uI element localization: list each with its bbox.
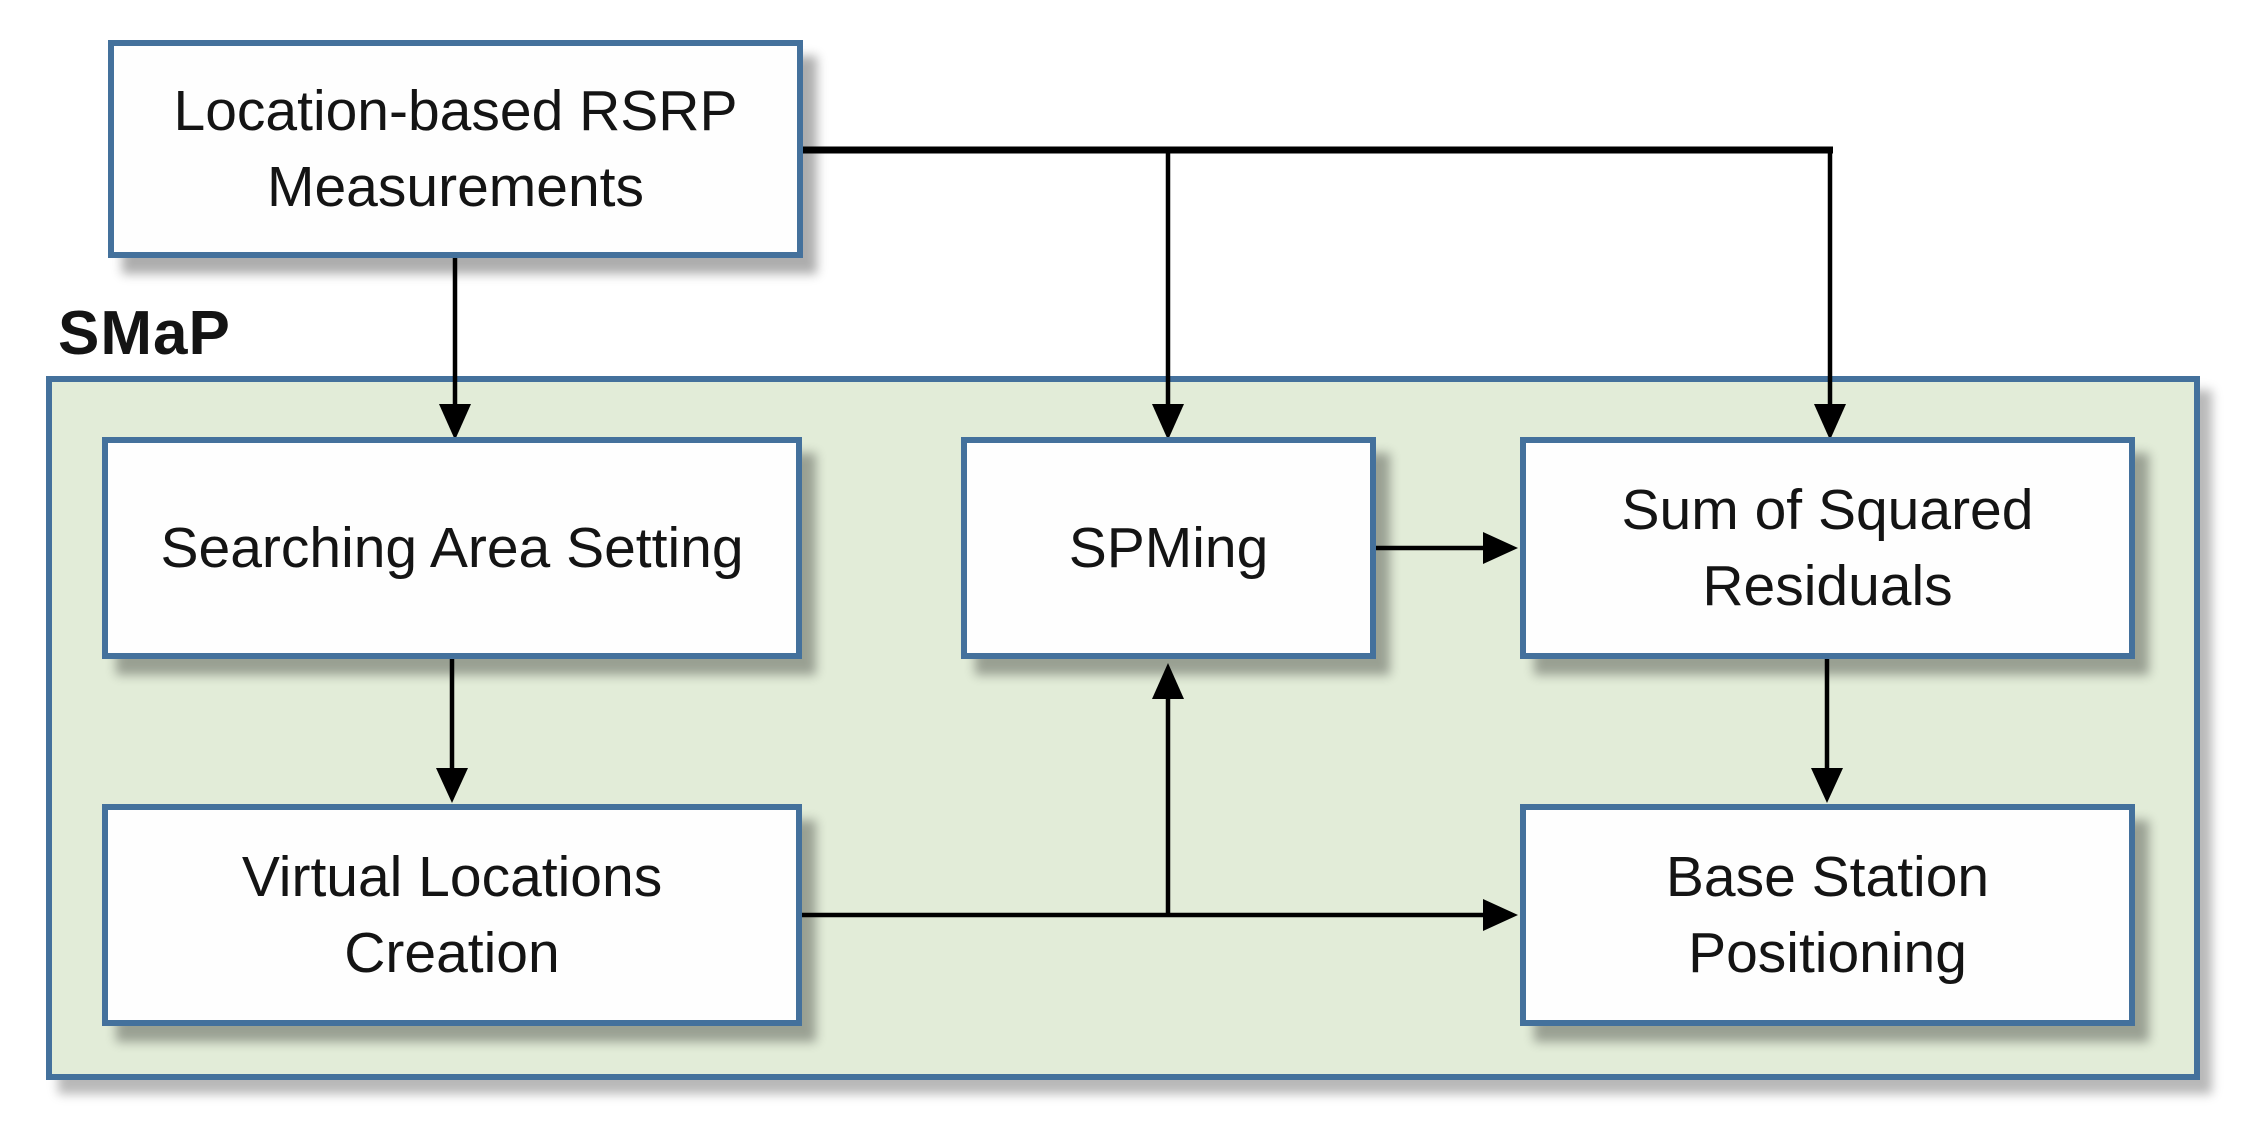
node-virtual-locations-creation: Virtual Locations Creation (102, 804, 802, 1026)
node-spming: SPMing (961, 437, 1376, 659)
node-location-based-rsrp-measurements: Location-based RSRP Measurements (108, 40, 803, 258)
node-base-station-positioning: Base Station Positioning (1520, 804, 2135, 1026)
node-searching-area-setting: Searching Area Setting (102, 437, 802, 659)
node-sum-of-squared-residuals: Sum of Squared Residuals (1520, 437, 2135, 659)
smap-group-label: SMaP (58, 299, 231, 368)
